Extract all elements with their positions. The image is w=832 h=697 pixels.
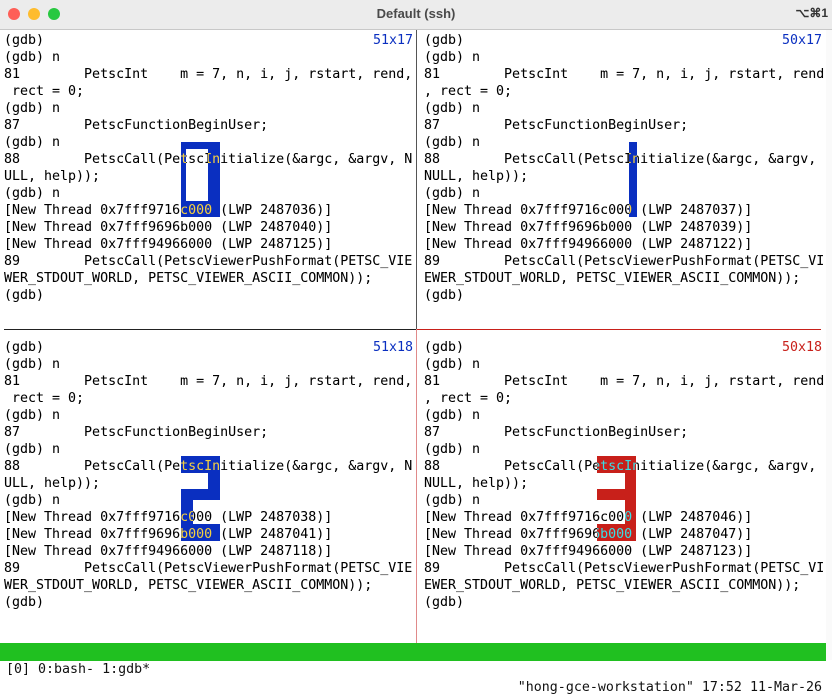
tmux-pane-0[interactable]: (gdb) (gdb) n 81 PetscInt m = 7, n, i, j, …	[4, 32, 413, 322]
terminal-line: 87 PetscFunctionBeginUser;	[424, 118, 689, 133]
close-window-button[interactable]	[8, 8, 20, 20]
terminal-line: 89 PetscCall(PetscViewerPushFormat(PETSC…	[4, 561, 413, 576]
minimize-window-button[interactable]	[28, 8, 40, 20]
terminal-line: 87 PetscFunctionBeginUser;	[4, 425, 269, 440]
scrollbar[interactable]	[826, 30, 832, 660]
terminal-line: 81 PetscInt m = 7, n, i, j, rstart, rend…	[4, 67, 413, 82]
terminal-line: NULL, help));	[424, 476, 529, 491]
tmux-pane-3[interactable]: (gdb) (gdb) n 81 PetscInt m = 7, n, i, j, …	[424, 339, 824, 639]
terminal-line: (gdb)	[4, 595, 45, 610]
terminal-line: [New Thread 0x7fff9696b000 (LWP 2487041)…	[4, 527, 333, 542]
tmux-pane-2[interactable]: (gdb) (gdb) n 81 PetscInt m = 7, n, i, j, …	[4, 339, 413, 639]
terminal-line: , rect = 0;	[424, 84, 513, 99]
terminal-line: 89 PetscCall(PetscViewerPushFormat(PETSC…	[424, 254, 825, 269]
terminal-line: 87 PetscFunctionBeginUser;	[424, 425, 689, 440]
terminal-line: [New Thread 0x7fff9696b000 (LWP 2487039)…	[424, 220, 753, 235]
terminal-line: (gdb) n	[4, 135, 61, 150]
window-shortcut: ⌥⌘1	[795, 6, 828, 20]
terminal-line: EWER_STDOUT_WORLD, PETSC_VIEWER_ASCII_CO…	[424, 271, 801, 286]
pane-2-size-label: 51x18	[372, 340, 413, 355]
terminal-line: 89 PetscCall(PetscViewerPushFormat(PETSC…	[4, 254, 413, 269]
terminal-line: 88 PetscCall(PetscInitialize(&argc, &arg…	[4, 459, 413, 474]
terminal-line: (gdb) n	[4, 493, 61, 508]
terminal-line: [New Thread 0x7fff9696b000 (LWP 2487040)…	[4, 220, 333, 235]
pane-3-size-label: 50x18	[781, 340, 822, 355]
terminal-line: ULL, help));	[4, 169, 101, 184]
terminal-line: [New Thread 0x7fff94966000 (LWP 2487125)…	[4, 237, 333, 252]
terminal-line: (gdb)	[424, 33, 465, 48]
terminal-line: 81 PetscInt m = 7, n, i, j, rstart, rend	[424, 67, 825, 82]
terminal-line: (gdb)	[424, 340, 465, 355]
terminal-line: (gdb)	[424, 288, 465, 303]
terminal-line: WER_STDOUT_WORLD, PETSC_VIEWER_ASCII_COM…	[4, 271, 373, 286]
terminal-line: (gdb) n	[4, 357, 61, 372]
terminal-line: (gdb)	[424, 595, 465, 610]
terminal-line: (gdb) n	[424, 186, 481, 201]
status-host-time: "hong-gce-workstation" 17:52 11-Mar-26	[517, 680, 822, 695]
terminal-line: WER_STDOUT_WORLD, PETSC_VIEWER_ASCII_COM…	[4, 578, 373, 593]
terminal-line: [New Thread 0x7fff9716c000 (LWP 2487036)…	[4, 203, 333, 218]
terminal-line: NULL, help));	[424, 169, 529, 184]
terminal-line: (gdb) n	[424, 101, 481, 116]
window-titlebar: Default (ssh) ⌥⌘1	[0, 0, 832, 30]
terminal-line: 87 PetscFunctionBeginUser;	[4, 118, 269, 133]
terminal-line: EWER_STDOUT_WORLD, PETSC_VIEWER_ASCII_CO…	[424, 578, 801, 593]
terminal-line: ULL, help));	[4, 476, 101, 491]
terminal-line: (gdb)	[4, 33, 45, 48]
zoom-window-button[interactable]	[48, 8, 60, 20]
terminal-line: [New Thread 0x7fff94966000 (LWP 2487122)…	[424, 237, 753, 252]
terminal-line: (gdb) n	[424, 50, 481, 65]
terminal-line: 88 PetscCall(PetscInitialize(&argc, &arg…	[424, 152, 817, 167]
terminal-line: (gdb) n	[424, 357, 481, 372]
tmux-pane-1[interactable]: (gdb) (gdb) n 81 PetscInt m = 7, n, i, j, …	[424, 32, 824, 322]
terminal-line: (gdb) n	[424, 135, 481, 150]
terminal-line: (gdb) n	[424, 493, 481, 508]
terminal-line: (gdb)	[4, 288, 45, 303]
pane-0-size-label: 51x17	[372, 33, 413, 48]
terminal-line: [New Thread 0x7fff9716c000 (LWP 2487038)…	[4, 510, 333, 525]
terminal-line: [New Thread 0x7fff94966000 (LWP 2487118)…	[4, 544, 333, 559]
terminal-line: 89 PetscCall(PetscViewerPushFormat(PETSC…	[424, 561, 825, 576]
terminal-line: (gdb) n	[424, 408, 481, 423]
terminal-line: 81 PetscInt m = 7, n, i, j, rstart, rend	[424, 374, 825, 389]
pane-divider-horizontal-left[interactable]	[4, 329, 416, 330]
terminal-line: rect = 0;	[4, 84, 85, 99]
terminal-line: (gdb) n	[4, 442, 61, 457]
pane-divider-vertical-bottom[interactable]	[416, 329, 417, 643]
terminal-line: , rect = 0;	[424, 391, 513, 406]
window-title: Default (ssh)	[376, 6, 456, 21]
terminal-line: 81 PetscInt m = 7, n, i, j, rstart, rend…	[4, 374, 413, 389]
terminal-line: [New Thread 0x7fff9716c000 (LWP 2487046)…	[424, 510, 753, 525]
terminal-line: 88 PetscCall(PetscInitialize(&argc, &arg…	[4, 152, 413, 167]
terminal-line: [New Thread 0x7fff9696b000 (LWP 2487047)…	[424, 527, 753, 542]
terminal-line: 88 PetscCall(PetscInitialize(&argc, &arg…	[424, 459, 817, 474]
terminal-line: [New Thread 0x7fff94966000 (LWP 2487123)…	[424, 544, 753, 559]
terminal-line: (gdb) n	[4, 186, 61, 201]
terminal-line: (gdb)	[4, 340, 45, 355]
tmux-status-bar: [0] 0:bash- 1:gdb* "hong-gce-workstation…	[0, 643, 826, 695]
terminal-line: (gdb) n	[4, 408, 61, 423]
terminal-line: (gdb) n	[4, 50, 61, 65]
pane-1-size-label: 50x17	[781, 33, 822, 48]
pane-divider-horizontal-right[interactable]	[417, 329, 821, 330]
terminal-line: [New Thread 0x7fff9716c000 (LWP 2487037)…	[424, 203, 753, 218]
terminal-line: (gdb) n	[424, 442, 481, 457]
terminal-line: rect = 0;	[4, 391, 85, 406]
terminal-line: (gdb) n	[4, 101, 61, 116]
pane-divider-vertical-top[interactable]	[416, 30, 417, 329]
